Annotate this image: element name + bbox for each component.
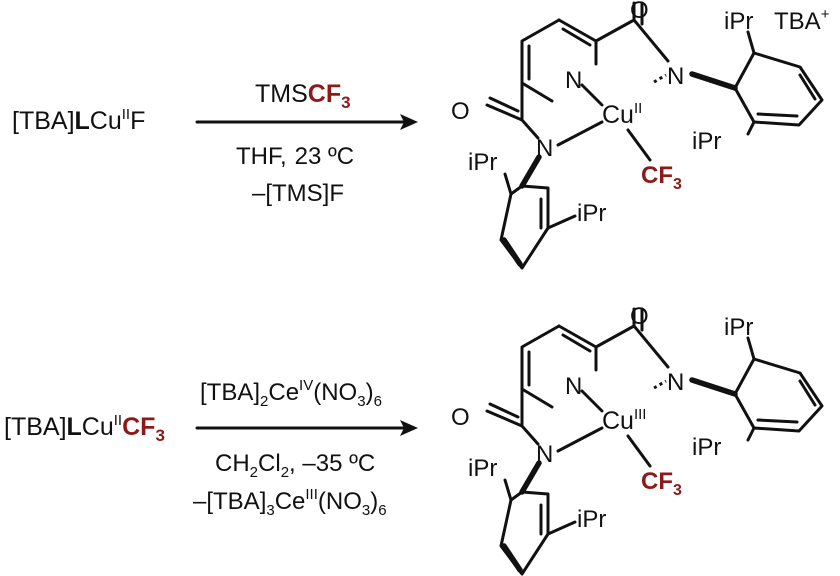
product-1-ipr-top-right: iPr (724, 8, 753, 35)
reactant-1-label: [TBA]LCuIIF (12, 106, 145, 135)
product-1-ipr-bottom-right: iPr (692, 128, 721, 155)
product-1-n-pyridine: N (565, 67, 582, 94)
reactant-2-label: [TBA]LCuIICF3 (4, 412, 165, 445)
product-1-ipr-bottom: iPr (577, 200, 606, 227)
reaction-1: [TBA]LCuIIF TMSCF3 THF,23 ºC –[TMS]F (12, 0, 830, 270)
product-1-cf3: CF3 (641, 162, 682, 193)
product-1-counterion: TBA+ (774, 6, 830, 35)
reagent-2-label: [TBA]2CeIV(NO3)6 (200, 377, 382, 410)
product-1-n-left: N (536, 135, 553, 162)
product-2-structure (485, 307, 824, 576)
product-2-ipr-top-right: iPr (724, 314, 753, 341)
product-2-ipr-left: iPr (468, 455, 497, 482)
product-1-structure (485, 1, 824, 270)
product-2-n-left: N (536, 441, 553, 468)
product-1-ipr-left: iPr (468, 149, 497, 176)
conditions-2-solvent-temp: CH2Cl2, –35 ºC (215, 450, 375, 481)
product-2-ipr-bottom: iPr (577, 506, 606, 533)
conditions-2-byproduct: –[TBA]3CeIII(NO3)6 (193, 486, 387, 519)
product-1-copper: CuII (602, 100, 642, 129)
conditions-1-byproduct: –[TMS]F (252, 180, 344, 207)
reaction-arrow-2 (195, 420, 418, 436)
product-2-ipr-bottom-right: iPr (692, 434, 721, 461)
product-1-n-right: N (667, 63, 684, 90)
product-2-oxygen-left: O (451, 404, 470, 431)
reaction-2: [TBA]LCuIICF3 [TBA]2CeIV(NO3)6 CH2Cl2, –… (4, 303, 824, 576)
conditions-1-solvent-temp: THF,23 ºC (236, 143, 354, 170)
reaction-arrow-1 (195, 114, 418, 130)
product-1-oxygen-left: O (451, 98, 470, 125)
product-2-cf3: CF3 (641, 468, 682, 499)
product-2-oxygen-top: O (630, 303, 649, 330)
reagent-1-label: TMSCF3 (255, 80, 351, 112)
product-2-copper: CuIII (602, 406, 646, 435)
product-2-n-right: N (667, 369, 684, 396)
product-2-n-pyridine: N (565, 373, 582, 400)
product-1-oxygen-top: O (630, 0, 649, 24)
